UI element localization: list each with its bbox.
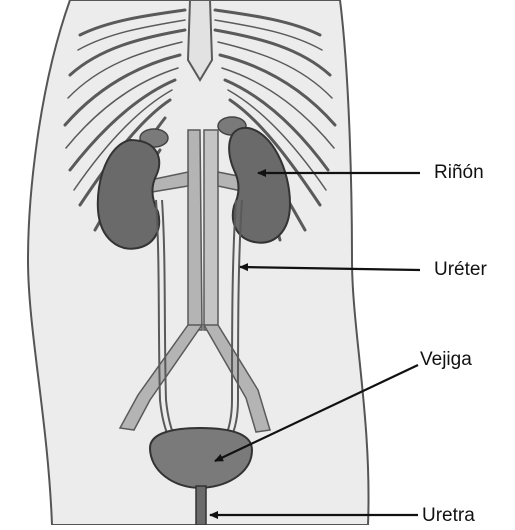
vena-cava <box>188 130 202 330</box>
bladder-label: Vejiga <box>420 350 472 369</box>
urethra <box>196 486 206 525</box>
aorta <box>204 130 218 330</box>
kidney-label: Riñón <box>434 163 484 182</box>
ureter-label: Uréter <box>434 260 487 279</box>
urethra-label: Uretra <box>422 506 475 525</box>
